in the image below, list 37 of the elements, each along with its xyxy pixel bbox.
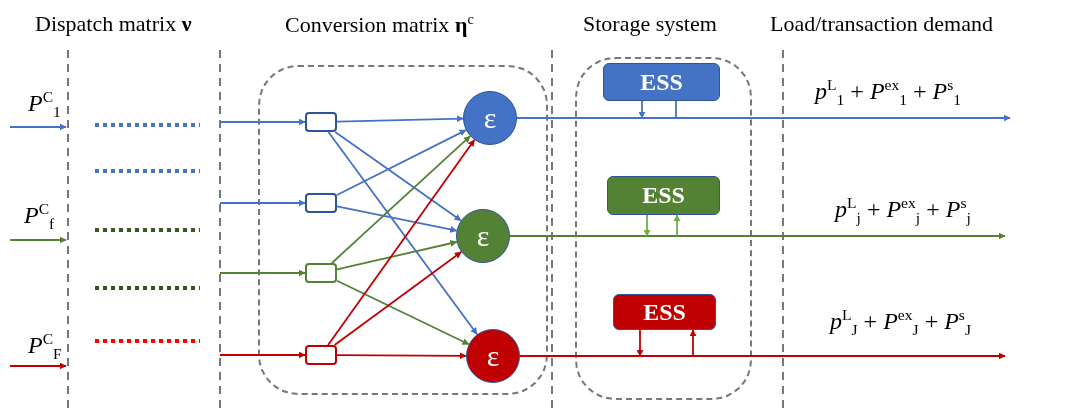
arrow bbox=[689, 329, 697, 357]
storage-box: ESS bbox=[607, 176, 720, 215]
arrow bbox=[636, 329, 644, 357]
arrow bbox=[333, 251, 463, 346]
arrow bbox=[336, 240, 458, 271]
arrow bbox=[219, 269, 306, 277]
converter-box bbox=[305, 112, 337, 132]
energy-hub-circle: ε bbox=[466, 329, 520, 383]
dashed-group-box bbox=[258, 65, 548, 395]
arrow bbox=[334, 131, 462, 222]
converter-box bbox=[305, 263, 337, 283]
arrow bbox=[673, 214, 681, 237]
arrow bbox=[336, 115, 464, 123]
energy-hub-circle: ε bbox=[463, 91, 517, 145]
arrow bbox=[336, 279, 470, 346]
storage-box: ESS bbox=[603, 63, 720, 101]
storage-box: ESS bbox=[613, 294, 716, 330]
arrow bbox=[219, 118, 306, 126]
column-heading: Dispatch matrix ν bbox=[35, 12, 192, 37]
arrow bbox=[509, 232, 1006, 240]
column-heading: Load/transaction demand bbox=[770, 12, 993, 37]
converter-box bbox=[305, 345, 337, 365]
arrow bbox=[519, 352, 1006, 360]
arrow bbox=[336, 129, 467, 196]
arrow bbox=[219, 351, 306, 359]
arrow bbox=[516, 114, 1011, 122]
arrow bbox=[643, 214, 651, 237]
energy-hub-circle: ε bbox=[456, 209, 510, 263]
column-heading: Storage system bbox=[583, 12, 717, 37]
arrow bbox=[219, 199, 306, 207]
dashed-group-box bbox=[575, 57, 752, 400]
arrow bbox=[638, 100, 646, 119]
arrow bbox=[331, 135, 471, 264]
column-heading: Conversion matrix η$^{c}$ bbox=[285, 12, 474, 38]
converter-box bbox=[305, 193, 337, 213]
arrow bbox=[336, 205, 458, 233]
arrow bbox=[336, 352, 467, 360]
